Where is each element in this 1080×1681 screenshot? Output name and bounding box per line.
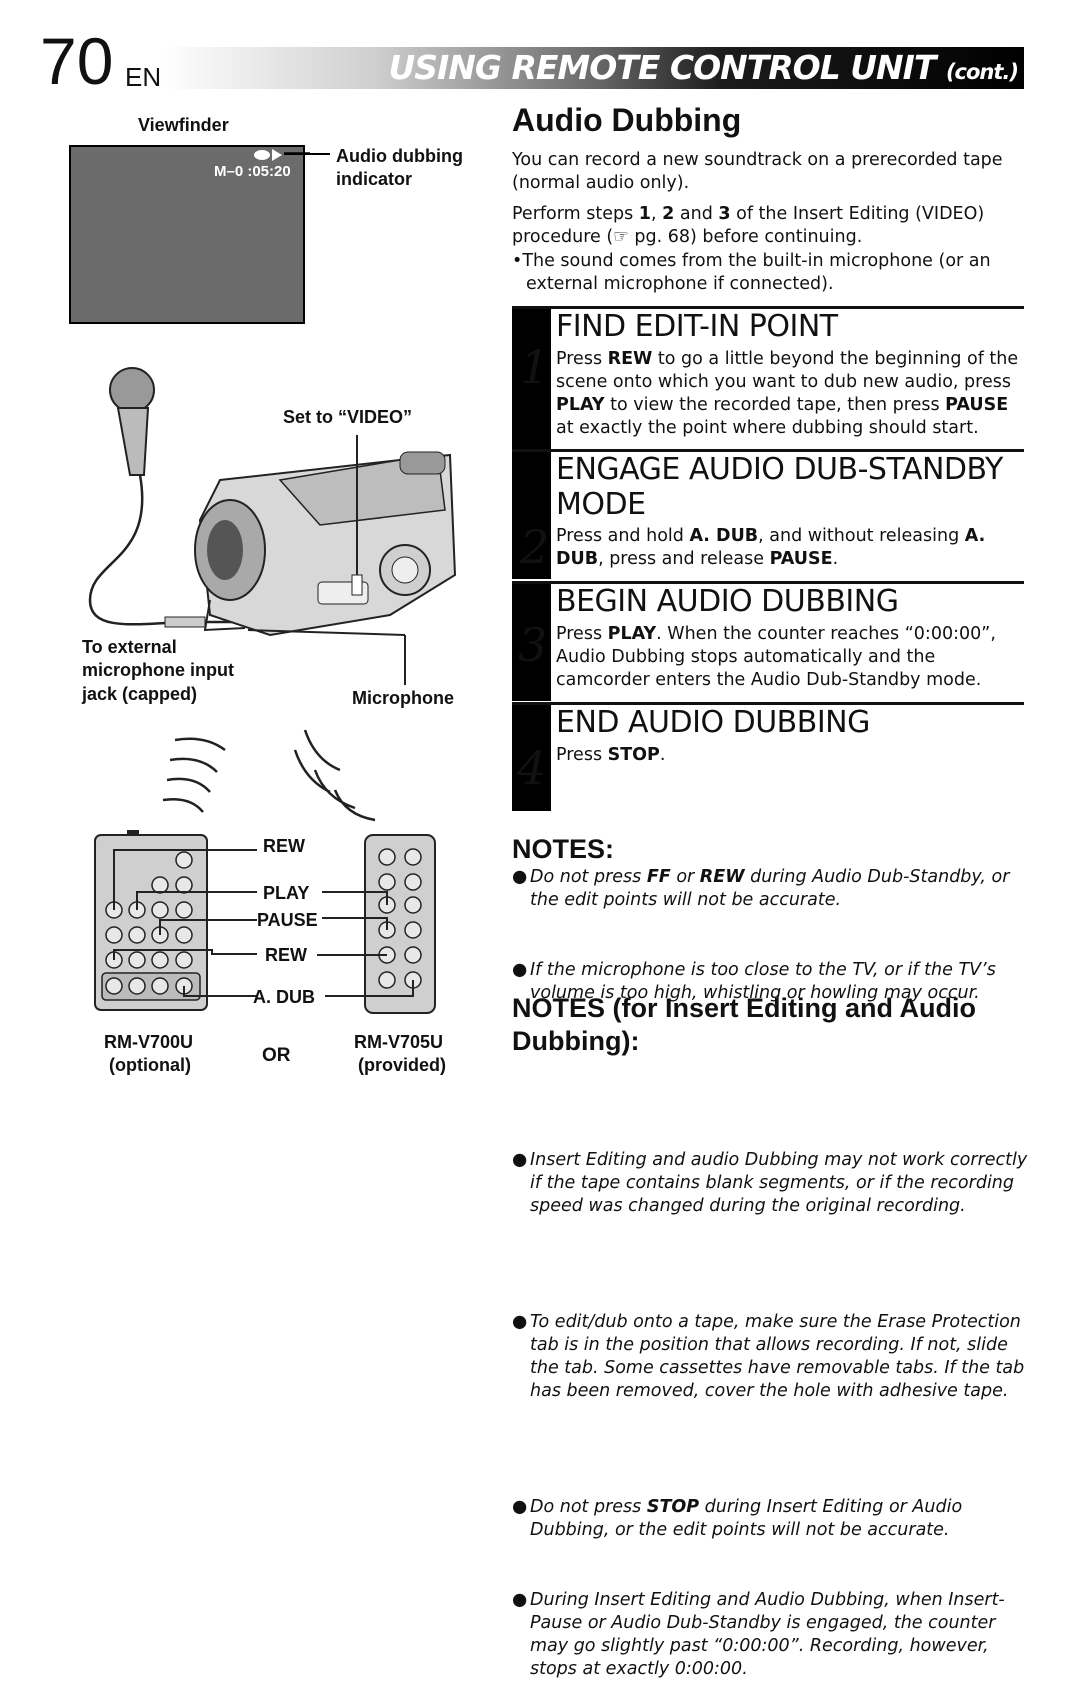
set-to-video-label: Set to “VIDEO” — [283, 407, 413, 427]
vf-counter: M–0 :05:20 — [214, 163, 291, 180]
step-1-number: 1 — [520, 340, 550, 394]
step-4-number: 4 — [517, 741, 547, 795]
remote-signal-waves-icon — [162, 729, 376, 822]
step-3 — [512, 581, 1024, 701]
remote-model-right-sub: (provided) — [358, 1055, 446, 1075]
header-bar — [160, 47, 1024, 89]
step-2-heading-1: ENGAGE AUDIO DUB-STANDBY — [556, 452, 1003, 487]
indicator-leader — [284, 153, 330, 155]
notes-heading: NOTES: — [512, 834, 615, 864]
title-text: USING REMOTE CONTROL UNIT — [388, 48, 936, 87]
perform-steps-text: Perform steps 1, 2 and 3 of the Insert E… — [512, 204, 985, 247]
viewfinder-screen — [69, 145, 305, 324]
note2-4: ●During Insert Editing and Audio Dubbing… — [512, 1590, 1005, 1679]
remote-label-rew-top: REW — [263, 836, 305, 856]
ext-mic-label-2: microphone input — [82, 660, 234, 680]
ext-mic-label-3: jack (capped) — [82, 684, 198, 704]
step-4-body: Press STOP. — [556, 745, 666, 765]
page-number: 70 — [40, 24, 114, 98]
note2-2: ●To edit/dub onto a tape, make sure the … — [512, 1312, 1025, 1401]
audio-dub-indicator-label-1: Audio dubbing — [336, 146, 463, 166]
note2-1: ●Insert Editing and audio Dubbing may no… — [512, 1150, 1028, 1216]
ext-mic-label-1: To external — [82, 637, 177, 657]
remote-controls-illustration — [94, 830, 436, 1014]
microphone-label: Microphone — [352, 688, 454, 708]
note2-3: ●Do not press STOP during Insert Editing… — [512, 1497, 963, 1540]
step-2-body: Press and hold A. DUB, and without relea… — [556, 526, 986, 569]
remote-model-left-sub: (optional) — [109, 1055, 191, 1075]
step-2-heading-2: MODE — [556, 487, 646, 522]
remote-label-pause: PAUSE — [257, 910, 318, 930]
step-3-body: Press PLAY. When the counter reaches “0:… — [556, 624, 996, 690]
remote-model-right: RM-V705U — [354, 1032, 444, 1052]
audio-dub-indicator-label-2: indicator — [336, 169, 413, 189]
step-1 — [512, 306, 1024, 449]
step-2 — [512, 449, 1024, 579]
or-label: OR — [262, 1045, 291, 1066]
step-3-heading: BEGIN AUDIO DUBBING — [556, 584, 899, 619]
step-1-body: Press REW to go a little beyond the begi… — [556, 349, 1019, 438]
note-2: ●If the microphone is too close to the T… — [512, 960, 996, 1003]
remote-label-adub: A. DUB — [253, 987, 315, 1007]
remote-label-play: PLAY — [263, 883, 310, 903]
microphone-bullet: •The sound comes from the built-in micro… — [512, 251, 991, 294]
intro-text: You can record a new soundtrack on a pre… — [512, 150, 1003, 193]
step-4 — [512, 702, 1024, 811]
notes2-heading: NOTES (for Insert Editing and Audio Dubb… — [512, 993, 976, 1056]
section-title: Audio Dubbing — [512, 102, 742, 138]
step-3-number: 3 — [518, 618, 548, 672]
camcorder-illustration — [88, 367, 457, 685]
step-2-number: 2 — [520, 520, 550, 574]
page-title: USING REMOTE CONTROL UNIT (cont.) — [388, 48, 1019, 87]
note-1: ●Do not press FF or REW during Audio Dub… — [512, 867, 1010, 910]
viewfinder-label: Viewfinder — [138, 115, 229, 135]
step-4-heading: END AUDIO DUBBING — [556, 705, 870, 740]
step-1-heading: FIND EDIT-IN POINT — [556, 309, 838, 344]
remote-label-rew: REW — [265, 945, 307, 965]
language-code: EN — [125, 62, 162, 92]
title-cont: (cont.) — [945, 60, 1019, 84]
remote-model-left: RM-V700U — [104, 1032, 194, 1052]
